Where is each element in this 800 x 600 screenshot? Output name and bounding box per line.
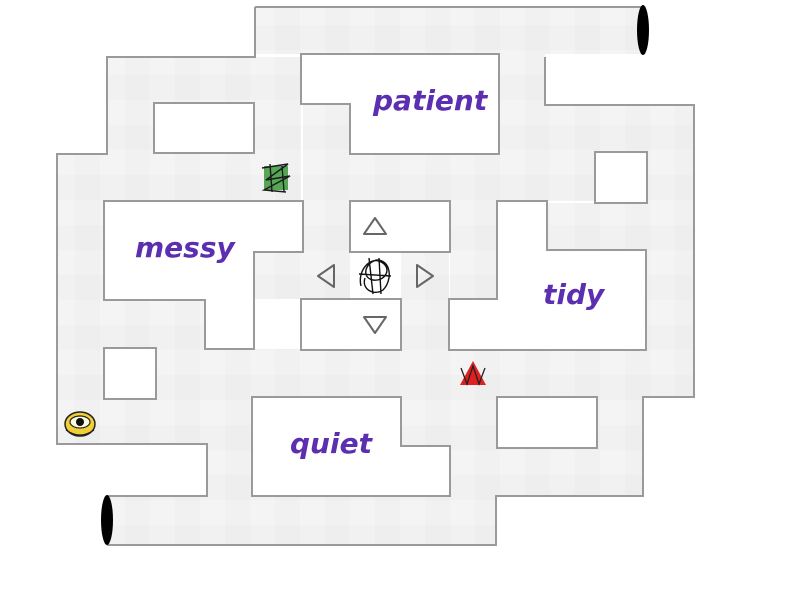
corridor-segment bbox=[107, 57, 255, 103]
corridor-segment bbox=[545, 105, 694, 152]
corridor-segment bbox=[350, 154, 497, 201]
room-tidy-shape bbox=[448, 200, 647, 351]
corridor-segment bbox=[497, 350, 694, 397]
corridor-segment bbox=[255, 7, 643, 54]
corridor-segment bbox=[254, 252, 350, 299]
yellow-eye-creature-icon[interactable] bbox=[64, 411, 96, 437]
corridor-segment bbox=[497, 152, 595, 201]
corridor-segment bbox=[401, 397, 449, 446]
corridor-segment bbox=[597, 397, 643, 448]
red-triangle-creature-icon[interactable] bbox=[460, 361, 486, 386]
corridor-segment bbox=[497, 448, 643, 496]
wall-block bbox=[103, 347, 157, 400]
room-messy-shape bbox=[103, 200, 304, 350]
control-block-up bbox=[349, 200, 451, 253]
tunnel-bottom-left[interactable] bbox=[101, 495, 113, 545]
tunnels bbox=[101, 5, 649, 545]
room-label-patient: patient bbox=[373, 84, 488, 117]
corridor-segment bbox=[547, 203, 647, 250]
green-scribble-creature-icon[interactable] bbox=[261, 163, 291, 193]
corridor-segment bbox=[104, 300, 205, 348]
corridor-segment bbox=[499, 7, 545, 154]
room-label-messy: messy bbox=[135, 231, 235, 264]
tunnel-top-right[interactable] bbox=[637, 5, 649, 55]
corridor-segment bbox=[156, 348, 205, 399]
left-arrow-icon[interactable] bbox=[317, 264, 335, 288]
control-block-down bbox=[300, 298, 402, 351]
wall-block bbox=[594, 151, 648, 204]
corridor-segment bbox=[450, 201, 497, 299]
direction-controls bbox=[317, 217, 434, 334]
wall-block bbox=[496, 396, 598, 449]
room-label-tidy: tidy bbox=[543, 278, 605, 311]
room-quiet-shape bbox=[251, 396, 451, 497]
right-arrow-icon[interactable] bbox=[416, 264, 434, 288]
down-arrow-icon[interactable] bbox=[363, 316, 387, 334]
corridor-segment bbox=[57, 154, 255, 201]
corridor-segment bbox=[401, 252, 449, 397]
maze-walls bbox=[103, 102, 648, 449]
wall-block bbox=[153, 102, 255, 154]
maze-outline bbox=[56, 6, 695, 546]
maze-paths bbox=[57, 7, 694, 545]
black-scribble-creature-icon[interactable] bbox=[358, 257, 392, 295]
room-shapes bbox=[103, 53, 647, 497]
corridor-segment bbox=[107, 496, 449, 545]
room-patient-shape bbox=[300, 53, 500, 155]
up-arrow-icon[interactable] bbox=[363, 217, 387, 235]
room-label-quiet: quiet bbox=[290, 427, 372, 460]
corridor-segment bbox=[303, 201, 350, 252]
corridor-segment bbox=[205, 349, 401, 397]
corridor-segment bbox=[207, 397, 252, 496]
corridor-segment bbox=[303, 104, 350, 201]
